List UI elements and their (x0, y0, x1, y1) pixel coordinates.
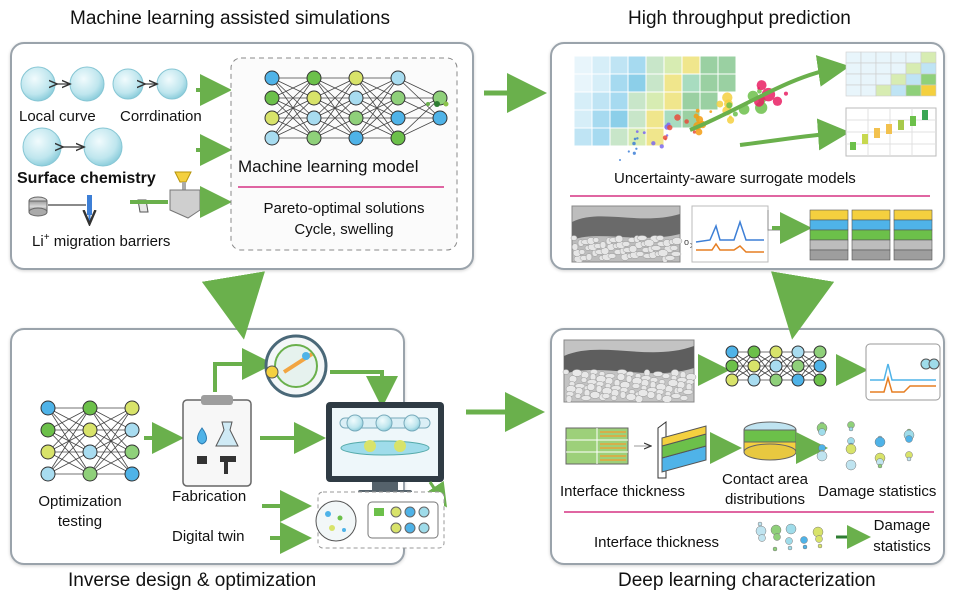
label-surface-chemistry: Surface chemistry (17, 170, 156, 187)
label-pareto: Pareto-optimal solutions (263, 200, 425, 217)
micrograph-large (562, 339, 697, 403)
digital-twin-panel (315, 491, 445, 549)
label-migration-li: Li (32, 233, 44, 250)
predicted-heatmap (845, 51, 937, 97)
optimization-network-icon (40, 400, 140, 482)
interface-thickness-icon (565, 427, 650, 465)
migration-barrier-icon (28, 195, 92, 222)
label-migration-sup: + (43, 232, 50, 243)
label-local-curve: Local curve (19, 108, 96, 125)
label-interface-thickness-1: Interface thickness (560, 483, 686, 500)
damage-scatter-bottom (755, 521, 824, 552)
bubble-pair-local-curve (20, 66, 105, 102)
damage-scatter-icon (816, 421, 915, 471)
output-dots (426, 101, 449, 107)
label-optimization: Optimization (38, 493, 122, 510)
section-title-ml-simulations: Machine learning assisted simulations (70, 8, 390, 29)
label-testing: testing (57, 513, 103, 530)
arrow-to-deep-learning (771, 271, 835, 340)
label-surrogate-models: Uncertainty-aware surrogate models (614, 170, 856, 187)
micrograph-image (570, 205, 683, 263)
ml-model-box (230, 57, 458, 251)
label-coordination: Corrdination (120, 108, 202, 125)
scatter-bubbles (619, 80, 788, 161)
label-distributions: distributions (724, 491, 806, 508)
label-ml-model: Machine learning model (238, 157, 419, 176)
label-migration-text: migration barriers (49, 233, 171, 250)
label-statistics: statistics (873, 538, 931, 555)
label-migration-barriers: Li+ migration barriers (32, 232, 170, 250)
section-title-deep-learning: Deep learning characterization (618, 570, 876, 591)
contact-area-icon (743, 421, 797, 461)
clipboard-icon (182, 395, 252, 487)
label-fabrication: Fabrication (172, 488, 247, 505)
section-title-inverse-design: Inverse design & optimization (68, 570, 317, 591)
monitor-icon (326, 402, 444, 494)
label-digital-twin: Digital twin (172, 528, 245, 545)
characterization-network-icon (725, 345, 827, 387)
heatmap-grid (573, 55, 737, 147)
neural-network-icon (264, 70, 448, 146)
bubble-pair-coordination (112, 68, 188, 100)
svg-text:o: o (684, 237, 689, 247)
label-damage-statistics-1: Damage statistics (818, 483, 937, 500)
label-interface-thickness-2: Interface thickness (594, 534, 720, 551)
spectrum-plot: o x (684, 205, 780, 263)
layer-block-icon (657, 421, 707, 479)
label-contact-area: Contact area (722, 471, 808, 488)
bubble-pair-surface-chemistry (22, 127, 123, 167)
layer-stacks (809, 209, 933, 261)
result-spectrum (865, 343, 941, 401)
label-damage: Damage (873, 517, 931, 534)
target-ring-icon (264, 334, 328, 398)
arrow-to-inverse-design (201, 271, 265, 340)
flask-tool-icon (137, 171, 201, 219)
section-title-high-throughput: High throughput prediction (628, 8, 851, 29)
label-cycle-swelling: Cycle, swelling (294, 221, 394, 238)
uncertainty-plot (845, 107, 937, 157)
